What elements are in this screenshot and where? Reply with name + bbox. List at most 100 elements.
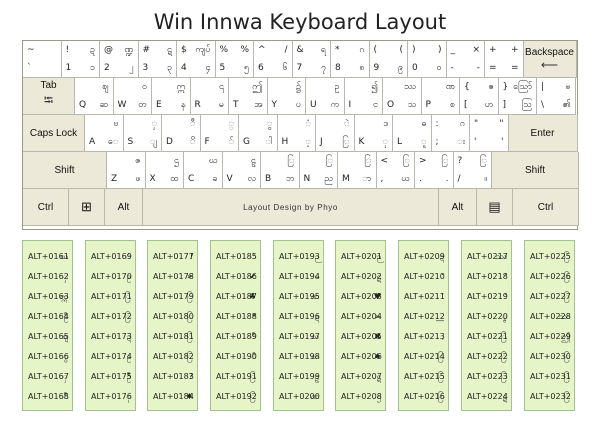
base-char: E: [156, 100, 162, 110]
alt-code-glyph: ဉ: [376, 252, 381, 261]
shift-key[interactable]: Shift: [492, 152, 579, 189]
caps-lock-key[interactable]: Caps Lock: [23, 115, 85, 152]
alt-code-row: ALT+0186✔: [211, 269, 262, 285]
shift-glyph: ×: [472, 45, 480, 55]
alt-key[interactable]: Alt: [105, 189, 143, 226]
key-r[interactable]: R၎မ: [190, 78, 229, 115]
key-label: Ctrl: [37, 201, 54, 213]
base-glyph: ၅: [243, 63, 249, 73]
backspace-key[interactable]: Backspace⟵: [523, 41, 577, 78]
alt-code: ALT+0195: [279, 292, 320, 301]
key-g[interactable]: Gွါ: [239, 115, 278, 152]
key-f[interactable]: F္်: [200, 115, 239, 152]
key-s[interactable]: Sှျ: [123, 115, 162, 152]
key-j[interactable]: Jဲြ: [316, 115, 355, 152]
key-symbol[interactable]: ~`: [23, 41, 62, 78]
alt-code-glyph: ဌ: [376, 392, 381, 401]
alt-code: ALT+0207: [341, 372, 382, 381]
key-symbol[interactable]: }]ဪဩ: [498, 78, 537, 115]
key-symbol[interactable]: <,ြယ: [376, 152, 415, 189]
windows-key[interactable]: ⊞: [69, 189, 105, 226]
base-char: P: [425, 100, 431, 110]
shift-char: %: [219, 45, 229, 55]
alt-code: ALT+0169: [91, 252, 132, 261]
shift-glyph: ဪ: [513, 82, 532, 92]
base-char: Z: [111, 174, 118, 184]
base-char: V: [226, 174, 233, 184]
shift-glyph: ဥ: [334, 82, 340, 92]
shift-glyph: ံ: [305, 119, 311, 129]
base-glyph: န: [180, 100, 186, 110]
alt-code-glyph: ♣: [248, 292, 256, 301]
shift-glyph: ): [437, 45, 442, 55]
alt-key[interactable]: Alt: [439, 189, 477, 226]
key-5[interactable]: %5%၅: [215, 41, 254, 78]
alt-code-glyph: ြ: [500, 372, 507, 381]
spacebar[interactable]: Layout Design by Phyo: [143, 189, 439, 226]
alt-code: ALT+0231: [530, 372, 571, 381]
base-glyph: ပ: [295, 100, 301, 110]
key-m[interactable]: Mြာ: [338, 152, 377, 189]
enter-key[interactable]: Enter: [508, 115, 578, 152]
menu-key[interactable]: ▤: [477, 189, 513, 226]
ctrl-key[interactable]: Ctrl: [23, 189, 69, 226]
shift-glyph: ဏ္ဍ: [124, 45, 134, 55]
page-title: Win Innwa Keyboard Layout: [153, 10, 447, 34]
alt-code-glyph: ဎ: [314, 272, 319, 281]
key-y[interactable]: Y၌ပ: [267, 78, 306, 115]
base-glyph: -: [476, 63, 480, 73]
alt-code-row: ALT+0188*: [211, 309, 262, 325]
alt-code-glyph: ၘ: [502, 312, 507, 321]
key-symbol[interactable]: ?/ြ။: [453, 152, 492, 189]
key-symbol[interactable]: "'"': [470, 115, 509, 152]
key-symbol[interactable]: {[ဧဟ: [460, 78, 499, 115]
key-6[interactable]: ^6/၆: [254, 41, 293, 78]
key-h[interactable]: Hံ့: [277, 115, 316, 152]
key-symbol[interactable]: :;ဂး: [431, 115, 470, 152]
base-char: H: [281, 137, 289, 147]
alt-code-row: ALT+0220ၘ: [462, 309, 513, 325]
key-9[interactable]: (9(၉: [369, 41, 408, 78]
key-symbol[interactable]: +=+=: [485, 41, 524, 78]
key-symbol[interactable]: _-×-: [446, 41, 485, 78]
key-n[interactable]: Nြည: [299, 152, 338, 189]
tab-key[interactable]: Tab⭾: [23, 78, 75, 115]
key-symbol[interactable]: >.ြ.: [415, 152, 454, 189]
key-d[interactable]: Dီိ: [162, 115, 201, 152]
alt-code-glyph: ဏ: [310, 392, 319, 401]
shift-key[interactable]: Shift: [23, 152, 107, 189]
base-glyph: ထ: [170, 174, 179, 184]
key-b[interactable]: Bြဘ: [261, 152, 300, 189]
base-char: 2: [104, 63, 110, 73]
alt-code: ALT+0191: [216, 372, 257, 381]
alt-code-row: ALT+0190ိ: [211, 349, 262, 365]
ctrl-key[interactable]: Ctrl: [513, 189, 579, 226]
key-0[interactable]: )0)၀: [408, 41, 447, 78]
base-char: T: [233, 100, 239, 110]
key-i[interactable]: I၍င: [344, 78, 383, 115]
key-symbol[interactable]: |\ၑ၏: [537, 78, 576, 115]
